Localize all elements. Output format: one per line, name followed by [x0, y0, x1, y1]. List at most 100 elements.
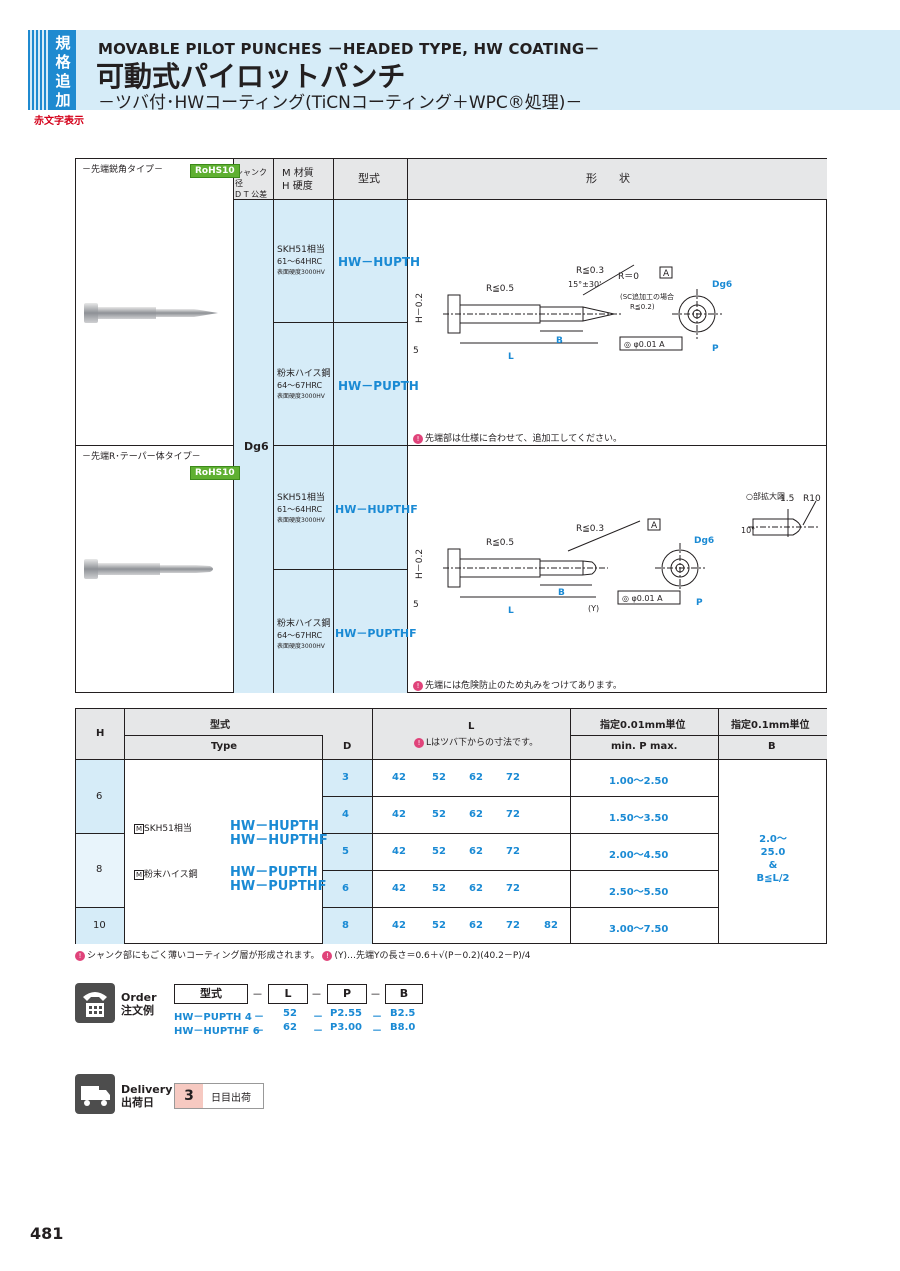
product-header-row — [233, 159, 827, 199]
l-value: 62 — [469, 883, 483, 894]
delivery-days: 3 — [175, 1084, 203, 1108]
group2-name: －先端R･テーパー体タイプ－ — [82, 452, 201, 462]
type-column — [333, 199, 407, 693]
col-type-header: 型式 — [358, 172, 380, 185]
order-box-type: 型式 — [174, 984, 248, 1004]
delivery-text: 日目出荷 — [211, 1093, 251, 1104]
truck-icon — [75, 1074, 115, 1114]
p-range: 2.50～5.50 — [609, 887, 669, 898]
drawing1-angle: 15°±30' — [568, 280, 601, 289]
h-value-8: 8 — [96, 864, 103, 875]
h-header: H — [96, 728, 105, 739]
l-value: 82 — [544, 920, 558, 931]
type-hw-pupth: HW－PUPTH — [338, 379, 419, 393]
drawing1-h: H－0.2 — [415, 293, 425, 323]
b-unit-header: 指定0.1mm単位 — [731, 720, 810, 731]
group2-note: !先端には危険防止のため丸みをつけてあります。 — [413, 678, 622, 691]
drawing2-r-head: R≦0.5 — [486, 538, 514, 548]
drawing2-conc: ◎ φ0.01 A — [622, 594, 663, 603]
l-value: 42 — [392, 846, 406, 857]
type-en-header: Type — [211, 741, 238, 752]
l-note: !Lはツバ下からの寸法です。 — [414, 735, 538, 748]
l-value: 72 — [506, 772, 520, 783]
drawing2-r10: R10 — [803, 494, 821, 504]
order-example-value: B2.5 — [390, 1008, 416, 1019]
l-value: 52 — [432, 846, 446, 857]
material-column — [273, 199, 333, 693]
d-value: 5 — [342, 846, 349, 857]
l-value: 62 — [469, 809, 483, 820]
d-value: 6 — [342, 883, 349, 894]
g2-r2-material: 粉末ハイス鋼 64～67HRC 表面硬度3000HV — [277, 619, 331, 650]
tip-icon: ! — [413, 433, 423, 444]
drawing2-detail: ○部拡大図 — [746, 491, 785, 501]
pin-photo-2 — [84, 559, 213, 579]
l-value: 42 — [392, 883, 406, 894]
drawing2-A: A — [651, 521, 658, 531]
drawing1-sc2: R≦0.2) — [630, 303, 655, 311]
red-label: 赤文字表示 — [34, 116, 84, 127]
l-value: 52 — [432, 883, 446, 894]
b-header: B — [768, 741, 776, 752]
order-example-dash: － — [313, 1012, 323, 1023]
order-example-value: P3.00 — [330, 1022, 363, 1033]
drawing1-B: B — [556, 336, 563, 346]
type-hw-hupth: HW－HUPTH — [338, 255, 421, 269]
group1-rohs-badge: RoHS10 — [190, 164, 240, 178]
g2-r1-material: SKH51相当 61～64HRC 表面硬度3000HV — [277, 493, 325, 524]
order-example-dash: － — [372, 1012, 382, 1023]
l-value: 42 — [392, 772, 406, 783]
drawing2-P: P — [696, 598, 703, 608]
tip-icon: ! — [322, 950, 333, 961]
order-example-dash: － — [254, 1026, 264, 1037]
title-en: MOVABLE PILOT PUNCHES －HEADED TYPE, HW C… — [98, 40, 600, 58]
title-jp: 可動式パイロットパンチ — [96, 60, 406, 93]
b-range: 2.0～25.0&B≦L/2 — [756, 834, 790, 884]
drawing1-r-tip: R≦0.3 — [576, 266, 604, 276]
p-range: 1.00～2.50 — [609, 776, 669, 787]
order-example-value: HW－HUPTHF 6 — [174, 1026, 260, 1037]
spec-header-row — [76, 709, 827, 759]
order-example-dash: － — [313, 1026, 323, 1037]
footnote: !シャンク部にもごく薄いコーティング層が形成されます。 !(Y)…先端Yの長さ＝… — [75, 948, 531, 961]
tip-icon: ! — [414, 737, 424, 748]
drawing2-r-tip: R≦0.3 — [576, 524, 604, 534]
p-header: min. P max. — [611, 741, 678, 752]
dg6-column — [233, 199, 273, 693]
d-value: 8 — [342, 920, 349, 931]
pin-photo-1 — [84, 303, 218, 323]
l-value: 62 — [469, 772, 483, 783]
l-value: 72 — [506, 920, 520, 931]
page-number: 481 — [30, 1224, 64, 1243]
drawing1-r0: R＝0 — [618, 272, 639, 282]
tip-icon: ! — [413, 680, 423, 691]
drawing1-A: A — [663, 269, 670, 279]
type-hw-hupthf: HW－HUPTHF — [335, 503, 418, 516]
h-value-10: 10 — [93, 920, 106, 931]
drawing1-conc: ◎ φ0.01 A — [624, 340, 665, 349]
group2-rohs-badge: RoHS10 — [190, 466, 240, 480]
l-value: 52 — [432, 920, 446, 931]
l-value: 62 — [469, 846, 483, 857]
g1-r2-material: 粉末ハイス鋼 64～67HRC 表面硬度3000HV — [277, 369, 331, 400]
l-value: 52 — [432, 772, 446, 783]
drawing1-P: P — [712, 344, 719, 354]
drawing1-L: L — [508, 352, 514, 362]
drawing1-dim5: 5 — [413, 346, 419, 356]
order-example-value: 62 — [283, 1022, 297, 1033]
d-header: D — [343, 741, 352, 752]
order-box-l: L — [268, 984, 308, 1004]
dg6-label: Dg6 — [244, 440, 269, 453]
g1-r1-material: SKH51相当 61～64HRC 表面硬度3000HV — [277, 245, 325, 276]
col-shape-header: 形 状 — [586, 172, 630, 185]
drawing2-dim5: 5 — [413, 600, 419, 610]
type-hw-pupthf: HW－PUPTHF — [335, 627, 417, 640]
order-box-b: B — [385, 984, 423, 1004]
drawing-round-tip: ○部拡大図 R10 1.5 10° R≦0.5 R≦0.3 5 L B (Y) … — [413, 491, 821, 616]
order-example-value: HW－PUPTH 4 — [174, 1012, 252, 1023]
